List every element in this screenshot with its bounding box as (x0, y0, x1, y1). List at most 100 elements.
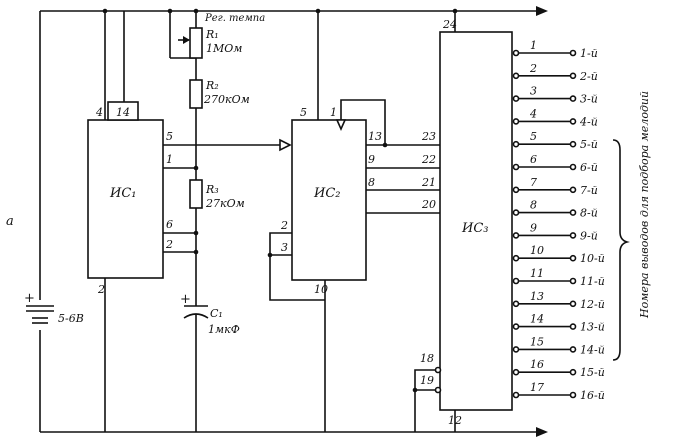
output-pin-row: 22-й (512, 62, 598, 83)
pin-terminal-right (569, 95, 577, 102)
ic3-label: ИС₃ (461, 221, 489, 236)
pin-terminal-left (512, 186, 520, 194)
c1-label: C₁ (210, 307, 223, 320)
output-pin-row: 8 8-й (512, 199, 598, 220)
ic2-pin10: 10 (314, 283, 328, 296)
ic3-pin12: 12 (448, 414, 462, 427)
pin-terminal-left (512, 163, 520, 171)
ic1-chip: 4 14 5 1 6 2 2 ИС₁ (87, 8, 292, 432)
pin-number: 13 (530, 290, 544, 303)
ic2-pin8: 8 (368, 176, 375, 189)
pin-number: 15 (530, 335, 544, 348)
pin-output-label: 14-й (580, 343, 605, 356)
pin-terminal-right (569, 254, 577, 262)
pin-number: 16 (530, 358, 544, 371)
ic2-pin9: 9 (368, 153, 375, 166)
battery-voltage: 5-6В (58, 312, 84, 325)
pin-output-label: 13-й (580, 321, 605, 334)
ic3-pin19: 19 (420, 374, 434, 387)
c1-value: 1мкФ (208, 323, 240, 336)
r2-label: R₂ (205, 79, 219, 92)
figure-letter: а (6, 214, 14, 229)
output-pin-row: 5 5-й (512, 130, 598, 151)
output-pin-row: 77-й (512, 176, 598, 197)
r2-value: 270кОм (203, 93, 250, 106)
pin-terminal-left (512, 72, 520, 80)
ic2-pin13: 13 (368, 130, 382, 143)
output-pin-row: 14 13-й (512, 313, 605, 334)
pin-terminal-left (512, 209, 520, 216)
pin-number: 17 (530, 381, 544, 394)
ic3-pin23: 23 (421, 130, 436, 143)
top-power-rail (40, 6, 548, 16)
pin-output-label: 4-й (579, 115, 598, 128)
ic3-chip: 24 23 22 21 20 18 19 12 ИС₃ (412, 8, 513, 432)
ic3-pin22: 22 (421, 153, 436, 166)
r1-resistor (189, 27, 203, 59)
pin-number: 8 (530, 199, 537, 212)
pin-terminal-right (569, 368, 577, 376)
pin-terminal-right (569, 232, 577, 239)
pin-terminal-left (512, 49, 520, 57)
pin-number: 14 (530, 313, 544, 326)
pin-output-label: 5-й (580, 138, 598, 151)
pin-terminal-right (569, 391, 577, 399)
ic1-pin6: 6 (166, 218, 173, 231)
pin-terminal-left (512, 323, 520, 330)
pin-number: 11 (530, 267, 544, 280)
ic1-pin2-right: 2 (165, 238, 173, 251)
pin-output-label: 3-й (580, 93, 598, 106)
pin-output-label: 16-й (580, 389, 605, 402)
pin-terminal-right (569, 277, 577, 285)
ic1-pin5: 5 (166, 130, 173, 143)
reg-tempa-label: Рег. темпа (204, 13, 265, 24)
side-label: Номера выводов для подбора мелодий (638, 91, 651, 319)
pin-terminal-left (512, 368, 520, 376)
pin-terminal-right (569, 209, 577, 216)
ic1-pin14: 14 (116, 106, 130, 119)
pin-terminal-left (512, 254, 520, 262)
pin-terminal-right (569, 118, 577, 125)
output-pins: 11-й22-й33-й44-й 5 5-й 66-й77-й 8 8-й 9 9-й 1010… (512, 39, 605, 402)
pin-terminal-right (569, 163, 577, 171)
output-pin-row: 9 9-й (512, 221, 598, 242)
pin-output-label: 6-й (580, 161, 598, 174)
output-pin-row: 11-й (512, 39, 598, 60)
output-pin-row: 66-й (512, 153, 598, 174)
pin-number: 5 (530, 130, 537, 143)
pin-terminal-right (569, 72, 577, 80)
ic3-pin24: 24 (442, 18, 457, 31)
battery: + 5-6В (24, 11, 84, 432)
pin-terminal-left (512, 118, 520, 125)
pin-terminal-left (512, 95, 520, 102)
pin-terminal-left (512, 277, 520, 285)
pin-output-label: 10-й (580, 252, 605, 265)
pin-output-label: 12-й (580, 298, 605, 311)
r3-resistor (189, 179, 203, 209)
pin-terminal-left (512, 140, 520, 148)
output-pin-row: 13 12-й (512, 290, 605, 311)
output-pin-row: 17 16-й (512, 381, 605, 402)
pin-terminal-right (569, 300, 577, 308)
pin-terminal-right (569, 186, 577, 194)
r1-label: R₁ (205, 28, 219, 41)
pin-number: 2 (529, 62, 537, 75)
output-pin-row: 33-й (512, 85, 598, 106)
ic1-label: ИС₁ (109, 186, 137, 201)
pin-number: 1 (530, 39, 537, 52)
svg-text:+: + (24, 291, 35, 306)
r2-resistor (189, 79, 203, 109)
pin-terminal-right (569, 323, 577, 330)
output-pin-row: 44-й (512, 107, 598, 128)
pin-terminal-left (512, 232, 520, 239)
pin-terminal-right (569, 49, 577, 57)
pin-number: 9 (530, 221, 537, 234)
pin-output-label: 8-й (580, 207, 598, 220)
ic2-label: ИС₂ (313, 186, 341, 201)
r3-label: R₃ (205, 183, 219, 196)
pin-output-label: 9-й (580, 229, 598, 242)
